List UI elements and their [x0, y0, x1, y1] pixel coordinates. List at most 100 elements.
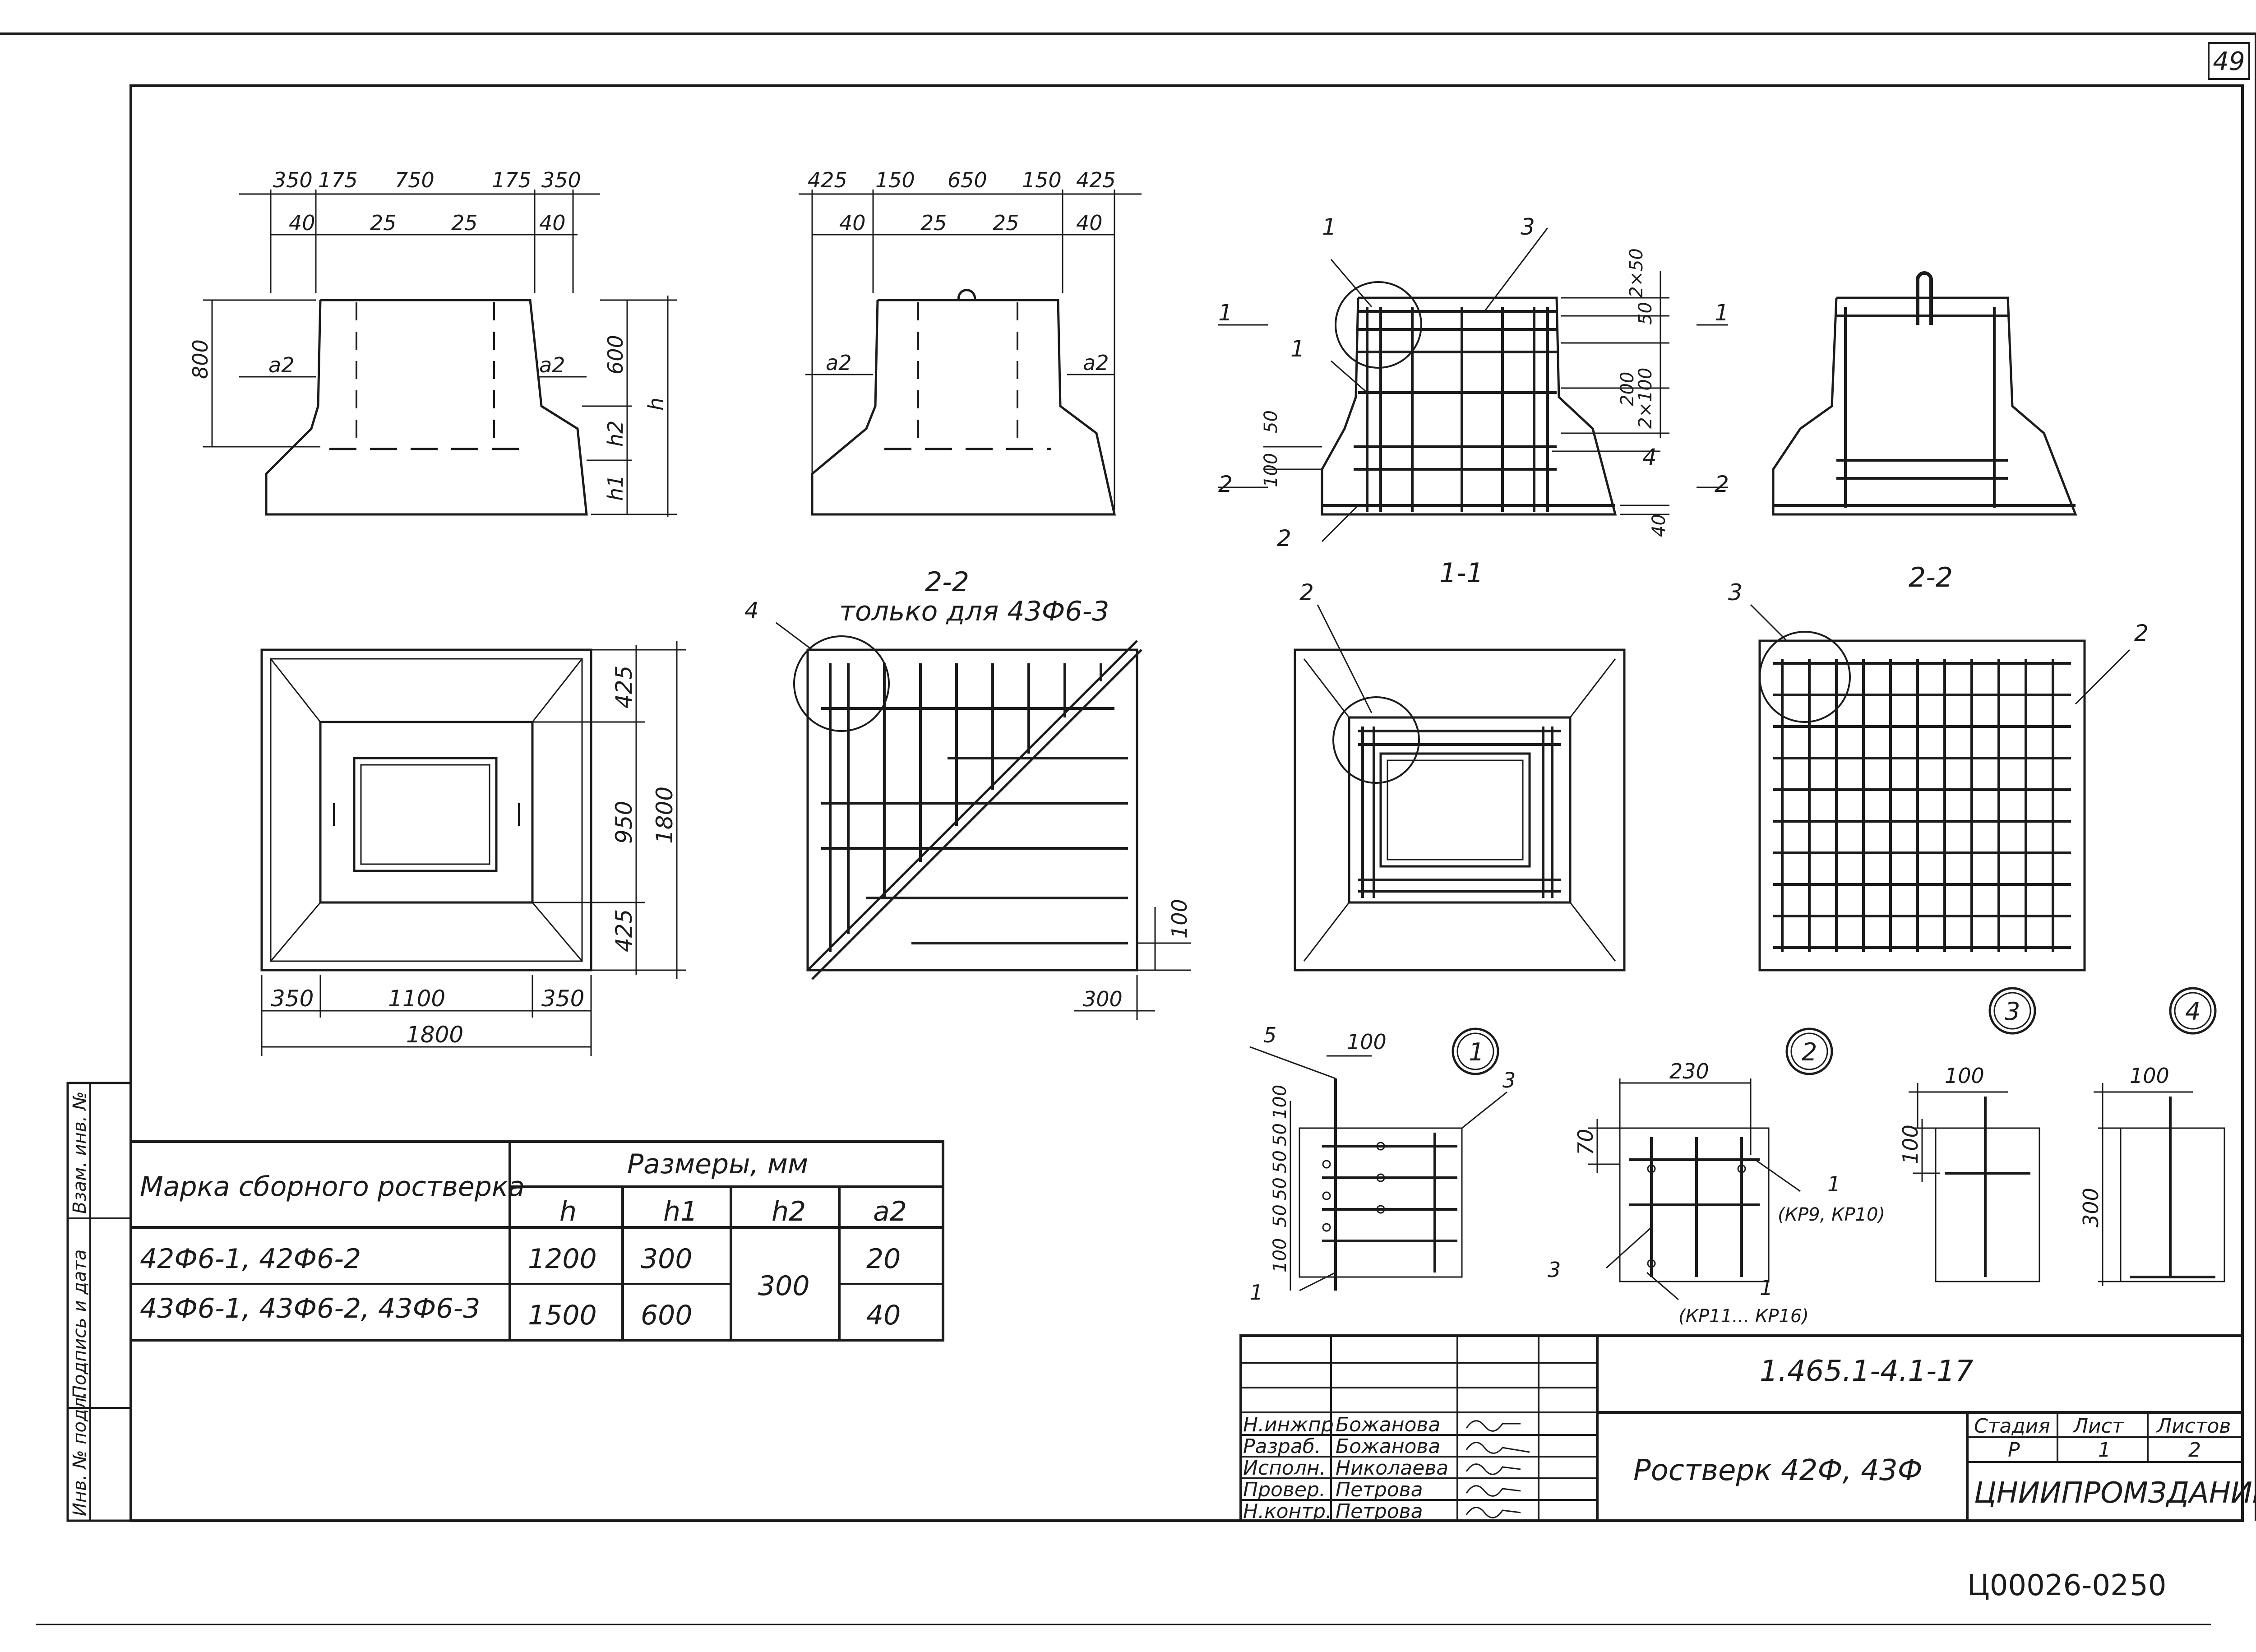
callout-1a: 1	[1322, 214, 1336, 240]
plan-d-callout-3: 3	[1728, 579, 1743, 606]
d1-dim-l5: 100	[1270, 1238, 1290, 1273]
detail-4-dim-top: 100	[2130, 1064, 2169, 1088]
plan-d-title: 2-2	[1909, 562, 1953, 593]
dim-r-2x50: 2×50	[1626, 248, 1647, 298]
dim-top-3: 175	[492, 168, 532, 192]
detail-1-dim-top: 100	[1347, 1030, 1387, 1054]
dim-sub-2: 25	[451, 211, 478, 235]
d1-dim-l3: 50	[1270, 1177, 1290, 1200]
tb-sheets-header: Листов	[2156, 1415, 2231, 1438]
table-h2-merged: 300	[758, 1270, 810, 1302]
table-row0-mark: 42Ф6-1, 42Ф6-2	[140, 1243, 361, 1275]
tb-doc-code: 1.465.1-4.1-17	[1760, 1355, 1974, 1388]
dim-r-50: 50	[1635, 302, 1656, 325]
tb-role-2: Исполн.	[1243, 1457, 1326, 1480]
detail-2-note-a: (КР9, КР10)	[1778, 1204, 1885, 1225]
dim-r-2x100: 2×100	[1635, 368, 1656, 429]
table-sub-h2: h2	[772, 1196, 806, 1227]
plan-b-dim-300: 300	[1083, 987, 1123, 1011]
d1-dim-l0: 100	[1270, 1085, 1290, 1119]
d1-dim-l2: 50	[1270, 1150, 1290, 1173]
section-mark-1b: 1	[1715, 300, 1729, 326]
tb-name-3: Петрова	[1336, 1478, 1423, 1501]
detail-4-dim-left: 300	[2079, 1188, 2103, 1227]
tb-signatures	[1465, 1420, 1530, 1518]
dimensions-table: Марка сборного ростверка Размеры, мм h h…	[129, 1140, 944, 1342]
detail-1-callout-1: 1	[1250, 1280, 1263, 1305]
strip-replace-label: Взам. инв. №	[69, 1091, 90, 1214]
dim-top-1: 175	[318, 168, 358, 192]
tb-doc-title: Ростверк 42Ф, 43Ф	[1633, 1454, 1923, 1487]
dim-sub-0: 40	[289, 211, 315, 235]
dim-sub-3: 40	[539, 211, 566, 235]
dim-sub-2: 25	[993, 211, 1019, 235]
tb-name-4: Петрова	[1336, 1500, 1423, 1523]
table-row0-h: 1200	[528, 1243, 597, 1275]
detail-3-dim-top: 100	[1945, 1064, 1984, 1088]
tb-name-2: Николаева	[1336, 1457, 1448, 1480]
plan-b-callout: 4	[744, 597, 759, 624]
elevation-d	[1772, 271, 2077, 516]
a2-right: a2	[1083, 351, 1109, 375]
left-strip: Инв. № подл. Подпись и дата Взам. инв. №	[66, 1082, 132, 1522]
detail-2-callout-1a: 1	[1827, 1172, 1840, 1196]
detail-4-label: 4	[2185, 997, 2201, 1026]
strip-inv-label: Инв. № подл.	[69, 1392, 90, 1516]
dim-b-350a: 350	[271, 986, 314, 1012]
dim-sub-3: 40	[1076, 211, 1103, 235]
table-sub-a2: a2	[873, 1196, 907, 1227]
dim-b-1800: 1800	[406, 1022, 463, 1048]
dim-right-h: h	[644, 398, 668, 411]
plan-b: 2-2 только для 43Ф6-3 4 100 300	[744, 566, 1192, 1020]
detail-2-label: 2	[1802, 1038, 1817, 1066]
detail-1-callout-5: 5	[1263, 1023, 1276, 1047]
dim-r-425a: 425	[611, 666, 637, 708]
detail-2-dim-left: 70	[1573, 1129, 1598, 1155]
tb-sheet: 1	[2098, 1439, 2111, 1462]
plan-d: 2-2 3 2	[1728, 562, 2149, 972]
table-row0-h1: 300	[641, 1243, 693, 1275]
elevation-a: 350 175 750 175 350 40 25 25 40 800 600 …	[188, 168, 677, 517]
dim-r-200: 200	[1617, 372, 1638, 406]
callout-1b: 1	[1290, 336, 1305, 362]
table-row1-a2: 40	[866, 1300, 901, 1331]
dim-right-h1: h1	[603, 475, 628, 501]
d1-dim-l4: 50	[1270, 1204, 1290, 1227]
plan-c-callout: 2	[1299, 579, 1314, 606]
a2-left: a2	[826, 351, 851, 375]
dim-left-800: 800	[188, 339, 213, 379]
table-row1-h: 1500	[528, 1300, 597, 1331]
strip-sign-label: Подпись и дата	[69, 1249, 90, 1399]
tb-role-0: Н.инжпр	[1243, 1413, 1334, 1436]
callout-2: 2	[1277, 525, 1291, 551]
detail-3-label: 3	[2005, 997, 2020, 1026]
table-sub-h1: h1	[663, 1196, 698, 1227]
dim-top-4: 350	[541, 168, 581, 192]
detail-3: 3 100 100	[1898, 987, 2040, 1282]
dim-top-0: 425	[808, 168, 847, 192]
callout-3: 3	[1521, 214, 1535, 240]
dim-top-3: 150	[1022, 168, 1062, 192]
corner-number: 49	[2213, 47, 2245, 76]
detail-1-label: 1	[1469, 1038, 1484, 1066]
dim-top-0: 350	[273, 168, 313, 192]
dim-top-4: 425	[1076, 168, 1116, 192]
stamp-page: 50	[2130, 1569, 2166, 1602]
plan-c: 1-1 2	[1294, 557, 1626, 972]
tb-stage-header: Стадия	[1974, 1415, 2050, 1438]
dim-l-100: 100	[1261, 453, 1281, 487]
a2-right: a2	[539, 353, 565, 377]
mesh-grid	[1773, 659, 2071, 952]
dim-sub-1: 25	[920, 211, 947, 235]
plan-b-title: 2-2	[925, 566, 969, 598]
plan-d-callout-2: 2	[2134, 620, 2149, 646]
title-block: Н.инжпр Разраб. Исполн. Провер. Н.контр.…	[1239, 1334, 2256, 1523]
tb-role-3: Провер.	[1243, 1478, 1326, 1501]
section-mark-2a: 2	[1218, 471, 1233, 497]
table-row1-h1: 600	[641, 1300, 693, 1331]
elevation-c: 1 3 1 4 2 1 1 2 2 2×50 50 200 2×100 50 1…	[1218, 214, 1729, 551]
plan-a: 425 950 425 1800 350 1100 350 1800	[260, 641, 686, 1056]
dim-top-1: 150	[875, 168, 915, 192]
table-row1-mark: 43Ф6-1, 43Ф6-2, 43Ф6-3	[140, 1293, 480, 1324]
detail-1: 1 100 5 3 1 100	[1249, 1023, 1516, 1305]
